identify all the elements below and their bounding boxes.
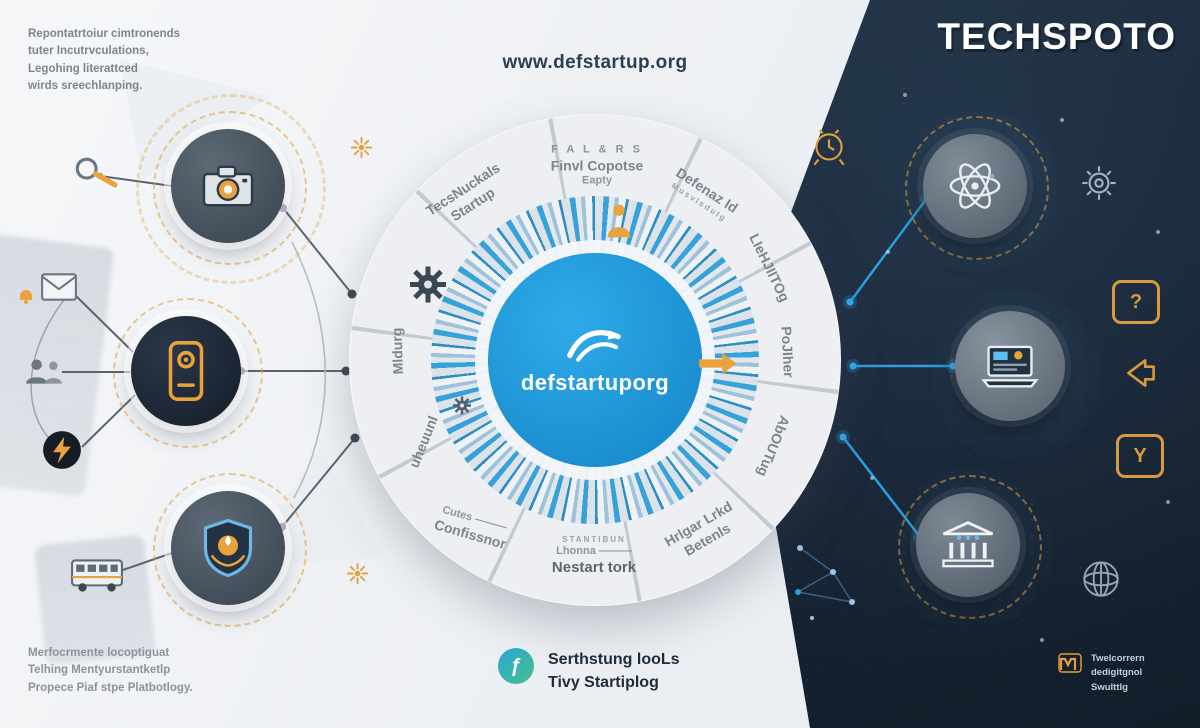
left-node-camera [171,129,285,243]
note-line: Propece Piaf stpe Platbotlogy. [28,681,193,694]
central-wheel: defstartuporg [349,114,841,606]
segment-label: Finvl Copotse [550,157,644,174]
note-line: dedigitgnol [1091,667,1143,679]
note-line: SwuIttIg [1091,681,1128,693]
atom-icon [949,163,1001,209]
arrow-right-icon [697,351,739,381]
dashed-ring-outer [136,94,326,284]
wheel-hub: defstartuporg [488,253,702,467]
segment-label: Mldurg [388,327,407,375]
segment-label: Nestart tork [551,558,637,576]
brand-logo: TECHSPOTO [937,16,1176,57]
question-bubble-icon: ? [1112,280,1160,324]
right-node-bank [916,493,1020,597]
gear-icon-small [452,396,472,421]
dashed-ring [113,298,263,448]
swoosh-logo-icon [567,330,622,362]
shield-flame-icon [203,518,253,578]
note-line: tuter Incutrvculations, [28,45,149,58]
magnifier-icon [66,145,124,206]
bell-icon [14,282,38,311]
clock-icon [808,128,850,175]
laptop-icon [981,345,1039,388]
footer-right-block: Twelcorrern dedigitgnol SwuIttIg [1058,652,1145,695]
wheel-segment-left-2: Mldurg [388,327,407,374]
dashed-ring [898,475,1042,619]
note-line: Telhing Mentyurstantketlp [28,664,171,677]
top-left-note: Repontatrtoiur cimtronends tuter Incutrv… [28,26,238,95]
segment-label: Eapty [582,174,612,187]
site-url: www.defstartup.org [502,52,688,73]
wheel-segment-top: F A L & R S Finvl Copotse Eapty [551,144,644,189]
wheel-segment-bottom: STANTIBUN Lhonna ——— Nestart tork [552,535,636,578]
y-glyph: Y [1133,444,1147,467]
people-icon [24,356,66,391]
footer-center-block: ƒ Serthstung looLs Tivy Startiplog [498,648,680,694]
gear-icon [408,265,448,310]
footer-line: Tivy Startiplog [548,674,659,692]
segment-label: Lhonna ——— [556,544,632,557]
left-node-device [131,316,241,426]
f-badge-icon: ƒ [498,648,534,684]
footer-center-text: Serthstung looLs Tivy Startiplog [548,648,680,694]
device-icon [168,341,204,401]
note-line: wirds sreechlanping. [28,79,143,92]
segment-label: PoJIher [778,325,798,379]
question-glyph: ? [1129,290,1143,313]
sun-icon [350,136,373,164]
lightning-icon [42,430,82,475]
left-node-shield [171,491,285,605]
bus-icon [70,556,124,599]
bank-icon [942,521,994,568]
person-icon [606,204,633,245]
sun-icon-2 [346,562,369,590]
gear-sketch-icon [1076,160,1122,211]
right-node-laptop [955,311,1065,421]
arrow-left-icon [1120,356,1162,395]
segment-label: F A L & R S [551,143,643,156]
bottom-left-note: Merfocrmente locoptiguat Telhing Mentyur… [28,645,258,697]
note-line: Merfocrmente locoptiguat [28,647,170,659]
y-bubble-icon: Y [1116,434,1164,478]
f-badge-glyph: ƒ [510,654,522,677]
segment-label: STANTIBUN [562,534,626,544]
globe-icon [1078,556,1124,607]
note-line: Legohing literattced [28,62,138,75]
note-line: Repontatrtoiur cimtronends [28,28,181,40]
dashed-ring [153,473,307,627]
wheel-segment-right-2: PoJIher [777,326,797,378]
ma-logo-icon [1058,653,1082,673]
note-line: Twelcorrern [1091,653,1145,664]
footer-right-text: Twelcorrern dedigitgnol SwuIttIg [1091,652,1145,695]
wheel-center-title: defstartuporg [520,370,670,395]
right-node-atom [923,134,1027,238]
envelope-icon [40,272,78,307]
camera-icon [202,165,254,207]
dashed-ring [905,116,1049,260]
footer-line: Serthstung looLs [548,651,680,668]
